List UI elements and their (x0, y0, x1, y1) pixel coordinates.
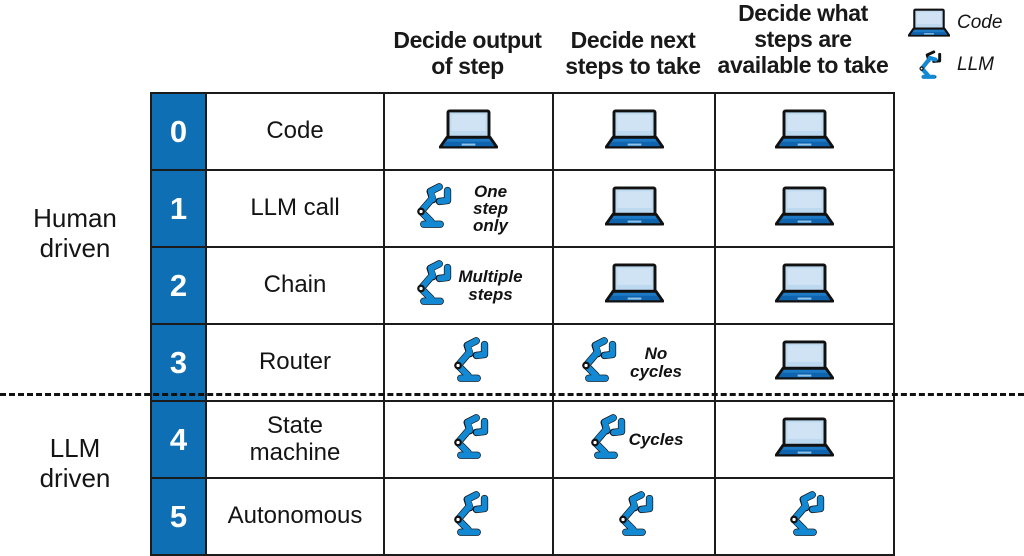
row-pattern-name: Autonomous (227, 502, 363, 530)
matrix-cell-decide-next-steps-to-take: Cycles (552, 400, 716, 479)
matrix-cell-decide-next-steps-to-take: No cycles (552, 323, 716, 402)
robot-arm-icon (448, 412, 490, 467)
cell-annotation: One step only (473, 181, 508, 236)
matrix-cell-decide-next-steps-to-take (552, 92, 716, 171)
robot-arm-icon (906, 49, 952, 81)
agency-levels-matrix: 0 Code 1 LLM call One step only 2 Chain Multipl… (150, 92, 895, 556)
row-pattern-name: LLM call (250, 194, 340, 222)
laptop-icon (604, 108, 664, 155)
row-level-number: 2 (169, 268, 188, 303)
matrix-cell-decide-what-steps-are-available-to-take (714, 92, 895, 171)
robot-arm-icon (576, 335, 618, 390)
matrix-cell-decide-next-steps-to-take (552, 477, 716, 556)
row-pattern-name-cell: Router (205, 323, 385, 402)
legend-label-llm: LLM (957, 54, 994, 75)
row-level-number-cell: 5 (150, 477, 207, 556)
matrix-cell-decide-what-steps-are-available-to-take (714, 169, 895, 248)
legend-item-llm: LLM (906, 44, 1022, 86)
row-level-number: 5 (169, 499, 188, 534)
matrix-cell-decide-what-steps-are-available-to-take (714, 477, 895, 556)
table-row: 1 LLM call One step only (150, 169, 895, 248)
matrix-cell-decide-next-steps-to-take (552, 246, 716, 325)
row-level-number-cell: 0 (150, 92, 207, 171)
robot-arm-icon (585, 412, 627, 467)
row-level-number: 1 (169, 191, 188, 226)
robot-arm-icon (784, 489, 826, 544)
row-level-number: 3 (169, 345, 188, 380)
row-pattern-name: Router (258, 348, 332, 376)
row-level-number-cell: 4 (150, 400, 207, 479)
row-pattern-name: Chain (263, 271, 327, 299)
matrix-cell-decide-output-of-step (383, 477, 554, 556)
matrix-cell-decide-output-of-step: Multiple steps (383, 246, 554, 325)
table-row: 3 Router No cycles (150, 323, 895, 402)
matrix-cell-decide-next-steps-to-take (552, 169, 716, 248)
legend: Code LLM (906, 2, 1022, 86)
matrix-body: 0 Code 1 LLM call One step only 2 Chain Multipl… (150, 92, 895, 556)
cell-annotation: No cycles (630, 344, 682, 381)
row-level-number-cell: 2 (150, 246, 207, 325)
laptop-icon (774, 416, 835, 463)
legend-label-code: Code (957, 12, 1003, 33)
laptop-icon (774, 339, 835, 386)
legend-item-code: Code (906, 2, 1022, 44)
row-pattern-name-cell: Chain (205, 246, 385, 325)
laptop-icon (774, 262, 835, 309)
row-pattern-name-cell: Code (205, 92, 385, 171)
table-row: 2 Chain Multiple steps (150, 246, 895, 325)
laptop-icon (604, 185, 664, 232)
matrix-cell-decide-output-of-step (383, 92, 554, 171)
robot-arm-icon (448, 335, 490, 390)
laptop-icon (604, 262, 664, 309)
laptop-icon (438, 108, 499, 155)
cell-annotation: Multiple steps (458, 267, 523, 304)
row-level-number: 4 (169, 422, 188, 457)
table-row: 5 Autonomous (150, 477, 895, 556)
table-row: 0 Code (150, 92, 895, 171)
row-pattern-name: Code (266, 117, 324, 145)
matrix-cell-decide-output-of-step: One step only (383, 169, 554, 248)
row-level-number-cell: 1 (150, 169, 207, 248)
laptop-icon (774, 108, 835, 155)
matrix-cell-decide-what-steps-are-available-to-take (714, 323, 895, 402)
cell-annotation: Cycles (628, 429, 684, 449)
matrix-cell-decide-what-steps-are-available-to-take (714, 400, 895, 479)
row-level-number: 0 (169, 114, 188, 149)
row-pattern-name-cell: LLM call (205, 169, 385, 248)
robot-arm-icon (448, 489, 490, 544)
matrix-cell-decide-what-steps-are-available-to-take (714, 246, 895, 325)
row-pattern-name-cell: Autonomous (205, 477, 385, 556)
laptop-icon (774, 185, 835, 232)
laptop-icon (906, 8, 952, 38)
robot-arm-icon (613, 489, 655, 544)
robot-arm-icon (411, 181, 453, 236)
robot-arm-icon (411, 258, 453, 313)
human-llm-divider-line (0, 393, 1024, 396)
matrix-cell-decide-output-of-step (383, 400, 554, 479)
matrix-cell-decide-output-of-step (383, 323, 554, 402)
row-level-number-cell: 3 (150, 323, 207, 402)
